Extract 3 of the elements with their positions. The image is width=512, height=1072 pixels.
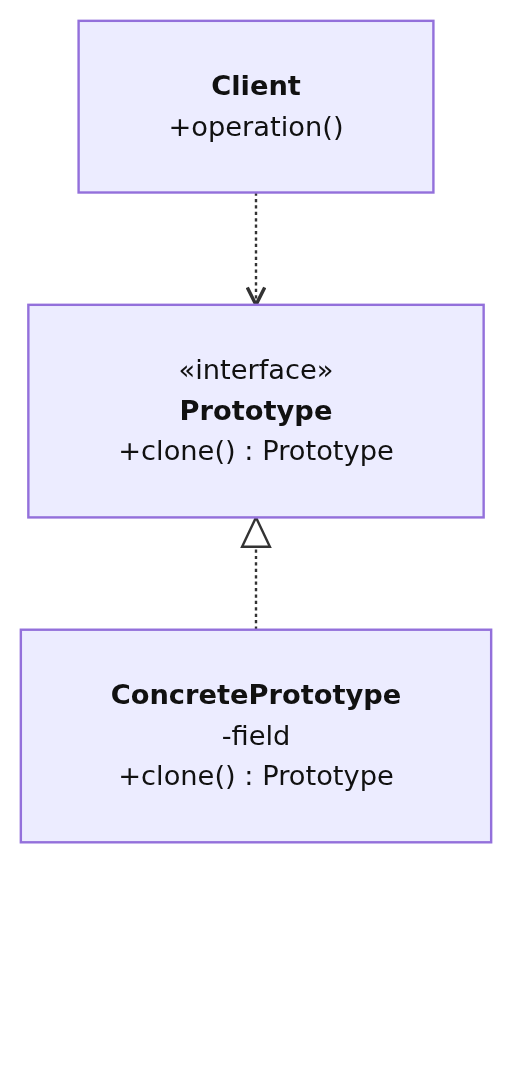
node-box: «interface» Prototype +clone() : Prototype <box>27 303 485 519</box>
node-box: Client +operation() <box>77 19 435 194</box>
node-box: ConcretePrototype -field +clone() : Prototype <box>19 628 493 844</box>
